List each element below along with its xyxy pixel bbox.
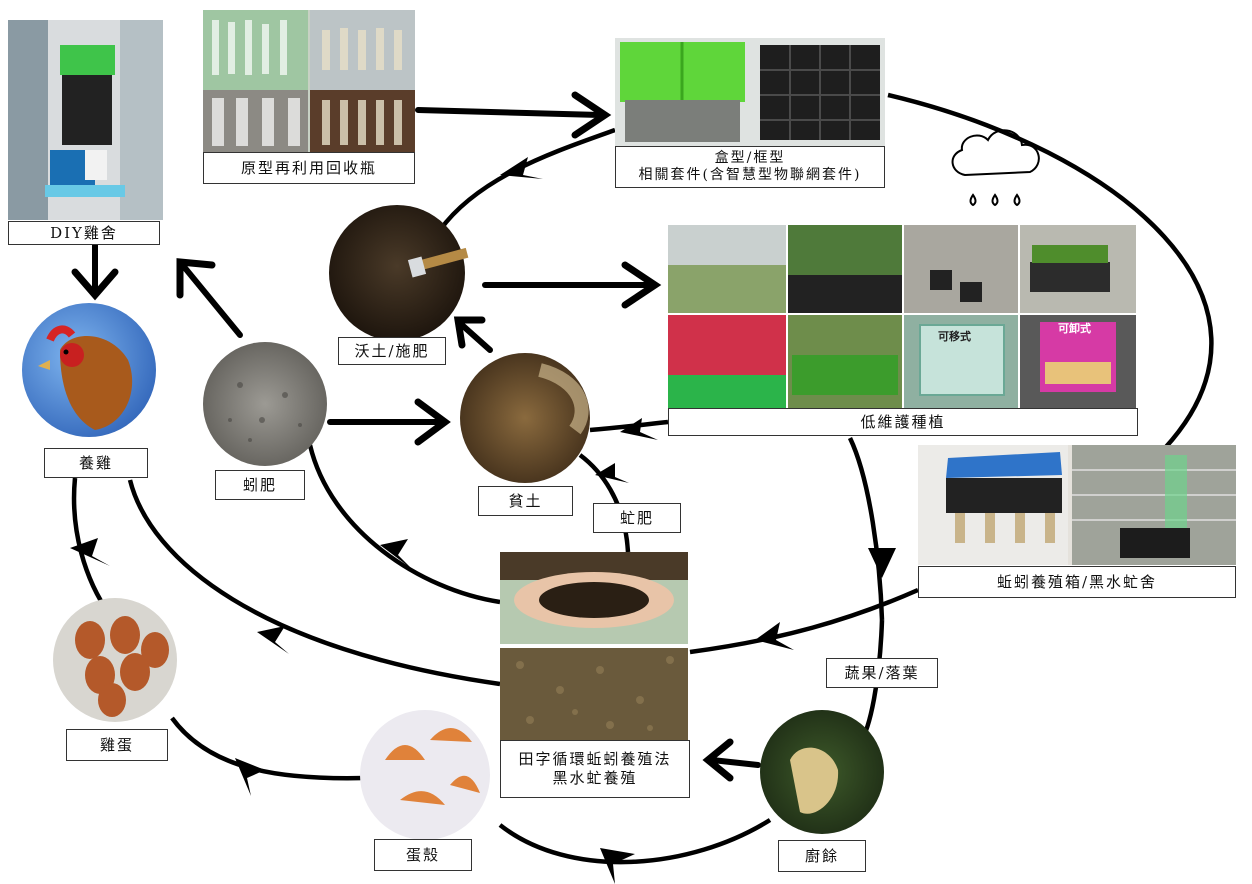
label-soil-compost: 沃土/施肥	[338, 337, 446, 365]
label-low-maintenance: 低維護種植	[668, 408, 1138, 436]
lowmaint-down	[847, 437, 885, 621]
chevrons	[70, 157, 896, 884]
straight-arrows	[71, 91, 761, 782]
worm-box-photo	[918, 445, 1236, 565]
label-egg: 雞蛋	[66, 729, 168, 761]
label-eggshell: 蛋殼	[374, 839, 472, 871]
arrow-kitchen-to-method	[709, 757, 761, 768]
label-recycled-bottles-text: 原型再利用回收瓶	[240, 158, 377, 177]
label-method-line1: 田字循環蚯蚓養殖法	[518, 750, 672, 769]
chevron-arrow-icon	[257, 626, 289, 654]
chevron-arrow-icon	[595, 463, 629, 483]
label-method: 田字循環蚯蚓養殖法 黑水虻養殖	[500, 740, 690, 798]
arrow-soil-to-planting-head	[621, 261, 662, 309]
label-raise-chicken-text: 養雞	[78, 453, 113, 472]
arrow-richsoil-to-soil-head	[453, 316, 486, 349]
big-loop-right	[887, 92, 1214, 450]
arrow-worm-to-richsoil-head	[414, 398, 451, 446]
label-fruit-leaves-text: 蔬果/落葉	[844, 663, 920, 682]
label-rich-soil: 貧土	[478, 486, 573, 516]
eggshell-circle-photo	[360, 710, 490, 840]
label-worm-box-text: 蚯蚓養殖箱/黑水虻舍	[996, 572, 1158, 591]
label-raise-chicken: 養雞	[44, 448, 148, 478]
chevron-arrow-icon	[235, 758, 265, 796]
arrow-kitchen-to-method-head	[702, 738, 734, 782]
label-box-frame: 盒型/框型 相關套件(含智慧型物聯網套件)	[615, 146, 885, 188]
soil-circle-photo	[329, 205, 469, 341]
arrow-richsoil-to-soil	[459, 322, 493, 353]
arrow-worm-to-coop-head	[176, 258, 216, 299]
label-box-frame-line2: 相關套件(含智慧型物聯網套件)	[638, 167, 862, 183]
label-recycled-bottles: 原型再利用回收瓶	[203, 152, 415, 184]
label-worm-manure: 蚓肥	[215, 470, 305, 500]
detachable-label: 可卸式	[1058, 321, 1091, 335]
label-fruit-leaves: 蔬果/落葉	[826, 658, 938, 688]
label-worm-manure-text: 蚓肥	[242, 475, 277, 494]
rich-soil-circle-photo	[460, 353, 590, 483]
label-eggshell-text: 蛋殼	[405, 845, 440, 864]
rain-cloud-icon	[951, 129, 1040, 207]
boxes-to-soil-curve	[438, 127, 616, 232]
lowmaint-to-richsoil	[589, 419, 669, 433]
bsf-to-richsoil	[578, 453, 631, 553]
arrow-bottles-to-boxes-head	[571, 91, 612, 139]
label-egg-text: 雞蛋	[99, 735, 134, 754]
planting-overlay-labels: 可移式 可卸式	[938, 321, 1091, 343]
label-kitchen-waste-text: 廚餘	[804, 846, 839, 865]
label-low-maintenance-text: 低維護種植	[860, 412, 946, 431]
label-bsf-manure-text: 虻肥	[619, 508, 654, 527]
chevron-arrow-icon	[600, 848, 635, 884]
chevron-arrow-icon	[380, 539, 412, 569]
planting-photos	[668, 225, 1138, 410]
wormbox-to-method	[689, 587, 919, 655]
arrow-coop-to-chicken-head	[71, 268, 119, 301]
method-photos	[500, 552, 688, 740]
worm-to-bsf-loop	[307, 444, 501, 605]
label-worm-box: 蚯蚓養殖箱/黑水虻舍	[918, 566, 1236, 598]
label-bsf-manure: 虻肥	[593, 503, 681, 533]
box-frame-photo	[615, 38, 885, 146]
label-soil-compost-text: 沃土/施肥	[354, 341, 430, 360]
movable-label: 可移式	[938, 329, 971, 343]
eggshell-to-kitchen	[498, 818, 772, 865]
chevron-arrow-icon	[620, 418, 658, 440]
label-diy-coop-text: DIY雞舍	[50, 223, 118, 242]
chevron-arrow-icon	[868, 548, 896, 578]
label-kitchen-waste: 廚餘	[778, 840, 866, 872]
label-rich-soil-text: 貧土	[508, 491, 543, 510]
kitchen-waste-circle-photo	[760, 710, 884, 834]
label-method-line2: 黑水虻養殖	[552, 769, 638, 787]
arrow-worm-to-coop	[182, 265, 243, 338]
diy-coop-photo	[8, 20, 163, 220]
chevron-arrow-icon	[755, 622, 794, 650]
eggs-to-eggshell	[170, 716, 366, 781]
worm-manure-circle-photo	[203, 342, 327, 466]
label-box-frame-line1: 盒型/框型	[714, 149, 786, 166]
chevron-arrow-icon	[500, 157, 543, 179]
recycled-bottles-photo	[203, 10, 415, 152]
eggs-circle-photo	[53, 598, 177, 722]
chevron-arrow-icon	[70, 538, 110, 566]
chicken-circle-photo	[22, 303, 156, 437]
label-diy-coop: DIY雞舍	[8, 221, 160, 245]
arrow-bottles-to-boxes	[415, 107, 603, 118]
chicken-to-method-loop	[127, 479, 501, 687]
